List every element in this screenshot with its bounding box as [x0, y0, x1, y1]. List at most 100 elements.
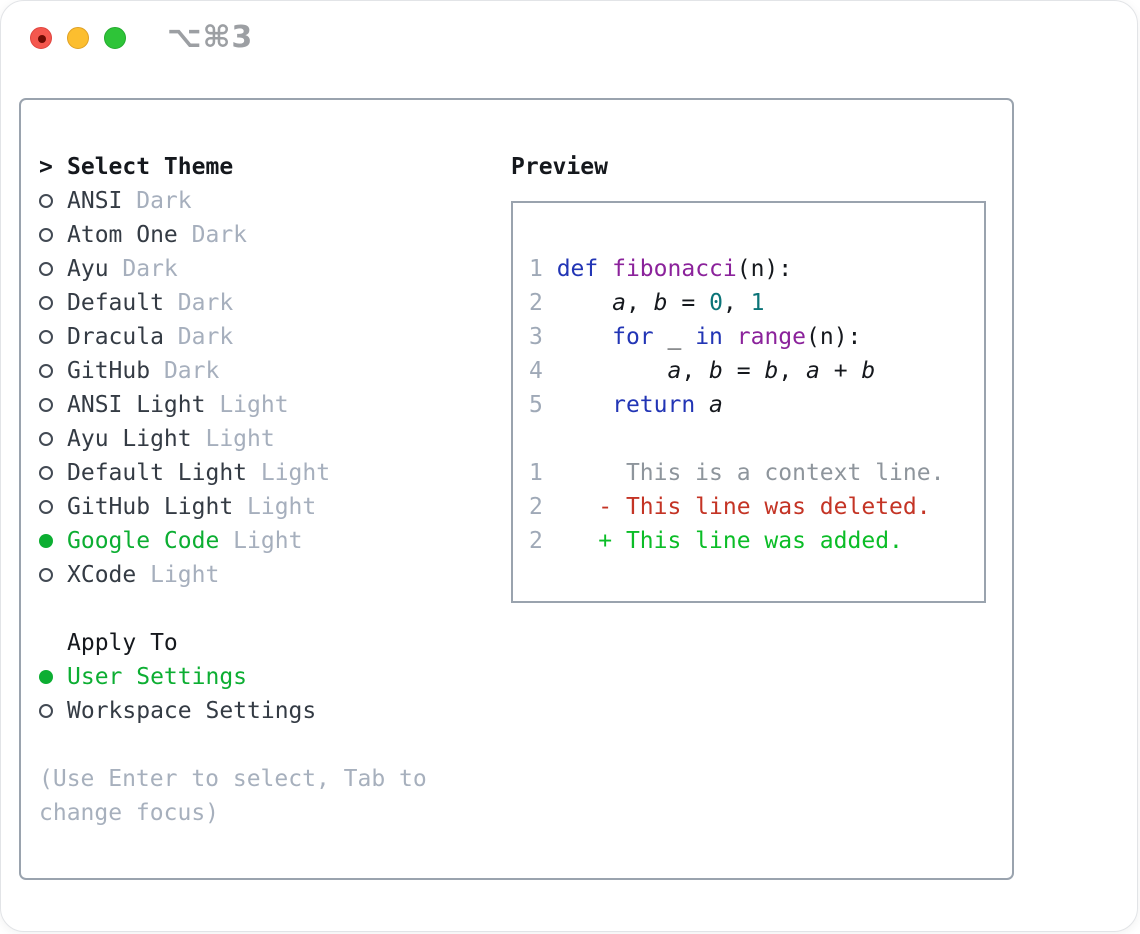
code-token-plain: (n): [806, 324, 862, 350]
minimize-button[interactable] [67, 27, 89, 49]
code-token-plain [557, 290, 612, 316]
preview-line: 2 - This line was deleted. [529, 490, 944, 524]
theme-name: GitHub Light [67, 494, 234, 520]
theme-name: Ayu [67, 256, 109, 282]
apply-to-header: Apply To [39, 626, 459, 660]
code-token-var: b [653, 290, 668, 316]
code-token-plain [557, 528, 599, 554]
theme-variant-label: Light [136, 562, 220, 588]
radio-unselected-icon [39, 194, 67, 208]
hint-text: (Use Enter to select, Tab to change focu… [39, 766, 427, 826]
code-token-kw: def [556, 256, 599, 282]
spacer [39, 592, 459, 626]
code-token-var: b [861, 358, 876, 384]
theme-option-default-light[interactable]: Default Light Light [39, 456, 459, 490]
theme-variant-label: Dark [163, 324, 234, 350]
code-token-kw: return [612, 392, 696, 418]
code-token-plain: , [778, 358, 807, 384]
apply-option-user-settings[interactable]: User Settings [39, 660, 459, 694]
select-theme-title: Select Theme [67, 154, 234, 180]
code-token-add: + This line was added. [598, 528, 903, 554]
theme-name: Ayu Light [67, 426, 192, 452]
theme-option-dracula[interactable]: Dracula Dark [39, 320, 459, 354]
code-token-plain [557, 392, 612, 418]
apply-option-label: Workspace Settings [67, 698, 317, 724]
code-token-plain: = [722, 358, 765, 384]
focus-caret-icon: > [39, 154, 53, 180]
theme-name: Atom One [67, 222, 178, 248]
theme-option-ayu[interactable]: Ayu Dark [39, 252, 459, 286]
close-dot-icon [38, 35, 46, 43]
code-token-plain [557, 358, 668, 384]
code-token-plain: , [625, 290, 654, 316]
code-token-plain [598, 256, 612, 282]
theme-variant-label: Light [233, 494, 317, 520]
preview-line: 4 a, b = b, a + b [529, 354, 944, 388]
theme-option-ayu-light[interactable]: Ayu Light Light [39, 422, 459, 456]
zoom-button[interactable] [104, 27, 126, 49]
theme-name: Google Code [67, 528, 220, 554]
window-shortcut-label: ⌥⌘3 [167, 20, 254, 55]
theme-option-default[interactable]: Default Dark [39, 286, 459, 320]
code-token-plain: , [722, 290, 751, 316]
preview-line: 1 def fibonacci(n): [529, 252, 944, 286]
preview-line: 5 return a [529, 388, 944, 422]
radio-unselected-icon [39, 228, 67, 242]
theme-option-atom-one[interactable]: Atom One Dark [39, 218, 459, 252]
radio-unselected-icon [39, 364, 67, 378]
code-token-lineno: 4 [529, 358, 557, 384]
preview-line: 1 This is a context line. [529, 456, 944, 490]
code-token-lineno: 1 [529, 256, 557, 282]
radio-selected-icon [39, 534, 67, 548]
theme-option-ansi[interactable]: ANSI Dark [39, 184, 459, 218]
theme-option-ansi-light[interactable]: ANSI Light Light [39, 388, 459, 422]
radio-unselected-icon [39, 262, 67, 276]
radio-unselected-icon [39, 704, 67, 718]
traffic-lights [30, 27, 126, 49]
preview-line: 2 a, b = 0, 1 [529, 286, 944, 320]
theme-name: XCode [67, 562, 137, 588]
radio-unselected-icon [39, 466, 67, 480]
radio-unselected-icon [39, 330, 67, 344]
code-token-plain: (n): [736, 256, 793, 282]
code-token-num: 1 [750, 290, 765, 316]
theme-option-github-light[interactable]: GitHub Light Light [39, 490, 459, 524]
radio-unselected-icon [39, 432, 67, 446]
code-token-plain [557, 324, 612, 350]
theme-option-google-code[interactable]: Google Code Light [39, 524, 459, 558]
code-token-var: a [667, 358, 682, 384]
theme-name: Dracula [67, 324, 164, 350]
theme-variant-label: Light [205, 392, 289, 418]
radio-unselected-icon [39, 500, 67, 514]
code-token-plain: + [819, 358, 862, 384]
radio-unselected-icon [39, 296, 67, 310]
select-theme-header: > Select Theme [39, 150, 459, 184]
code-token-lineno: 3 [529, 324, 557, 350]
code-token-kw: in [695, 324, 723, 350]
close-button[interactable] [30, 27, 52, 49]
theme-option-github[interactable]: GitHub Dark [39, 354, 459, 388]
code-token-var: a [806, 358, 820, 384]
code-token-var: b [764, 358, 779, 384]
radio-unselected-icon [39, 398, 67, 412]
code-token-lineno: 2 [529, 528, 557, 554]
code-token-lineno: 2 [529, 494, 557, 520]
code-token-lineno: 5 [529, 392, 557, 418]
code-token-plain [723, 324, 737, 350]
titlebar: ⌥⌘3 [1, 1, 1137, 76]
preview-line: 2 + This line was added. [529, 524, 944, 558]
theme-variant-label: Dark [163, 290, 234, 316]
code-token-del: - This line was deleted. [598, 494, 931, 520]
radio-unselected-icon [39, 568, 67, 582]
radio-selected-icon [39, 670, 67, 684]
theme-name: GitHub [67, 358, 151, 384]
code-token-plain: _ [653, 324, 696, 350]
theme-option-xcode[interactable]: XCode Light [39, 558, 459, 592]
code-token-var: a [612, 290, 626, 316]
apply-option-workspace-settings[interactable]: Workspace Settings [39, 694, 459, 728]
theme-name: Default [67, 290, 164, 316]
